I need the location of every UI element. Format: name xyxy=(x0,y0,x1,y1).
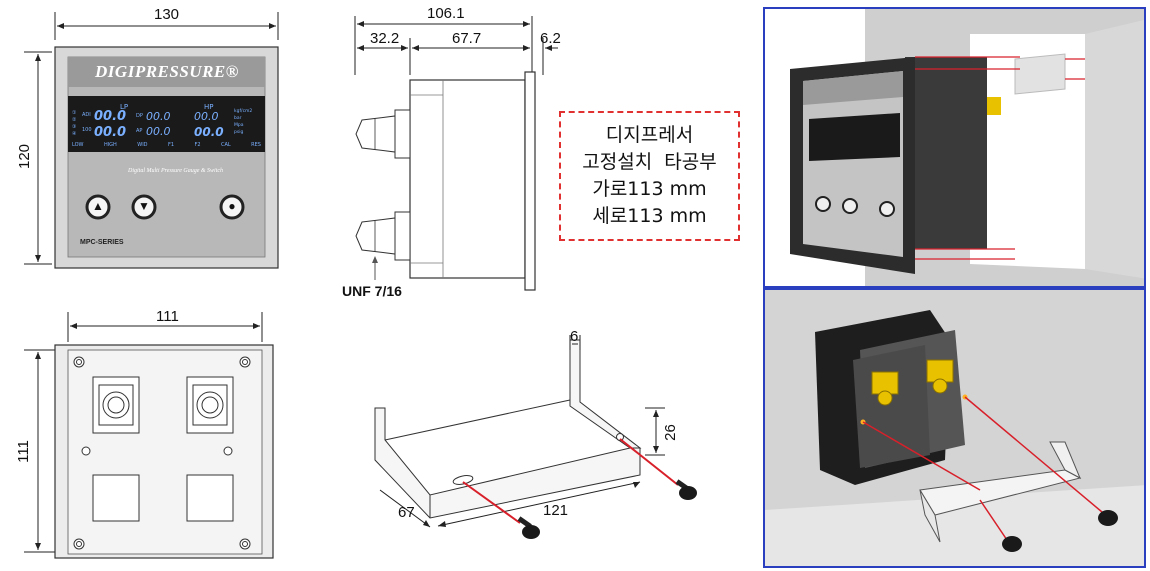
note-line-4: 세로113 mm xyxy=(592,205,707,227)
lcd-label-f2: F2 xyxy=(194,142,201,148)
note-line-1: 디지프레서 xyxy=(605,124,694,146)
lcd-reading-2: 00.0 xyxy=(94,125,127,140)
install-panel-bottom xyxy=(763,288,1146,568)
front-height-label: 120 xyxy=(16,143,34,170)
bracket-drawing xyxy=(374,335,697,539)
note-line-2: 고정설치 타공부 xyxy=(582,151,717,173)
lcd-unit-2: bar xyxy=(234,116,242,121)
lcd-label-f1: F1 xyxy=(167,142,175,148)
lcd-label-wid: WID xyxy=(137,142,148,148)
lcd-label-cal: CAL xyxy=(220,142,231,148)
lcd-reading-3: 00.0 xyxy=(146,110,171,123)
lcd-reading-4: 00.0 xyxy=(146,125,171,138)
side-right-label: 6.2 xyxy=(540,30,561,47)
bracket-height-label: 26 xyxy=(661,424,679,441)
lcd-mid-1: DP xyxy=(136,113,143,119)
note-line-3: 가로113 mm xyxy=(592,178,707,200)
enter-button-icon[interactable]: ● xyxy=(228,199,236,213)
front-width-label: 130 xyxy=(154,6,180,23)
lcd-mark-4: ④ xyxy=(72,131,77,137)
lcd-display: LP HP ① ② ③ ④ ADI 100 00.0 00.0 DP AP 00… xyxy=(68,96,265,152)
bracket-length-label: 121 xyxy=(543,502,569,519)
lcd-reading-6: 00.0 xyxy=(194,125,224,139)
model-label: MPC-SERIES xyxy=(80,239,124,246)
lcd-label-res: RES xyxy=(251,142,261,148)
bracket-depth-label: 67 xyxy=(398,504,415,521)
panel-mount-render xyxy=(790,9,1144,286)
back-view: 111 111 xyxy=(0,300,290,571)
down-button-icon[interactable]: ▼ xyxy=(138,199,150,213)
bracket-thickness-label: 6 xyxy=(570,328,579,345)
lcd-sub-2: 100 xyxy=(82,127,92,133)
lcd-reading-1: 00.0 xyxy=(94,109,127,124)
lcd-unit-3: Mpa xyxy=(234,123,244,128)
side-mid-label: 67.7 xyxy=(452,30,482,47)
lcd-mark-2: ② xyxy=(72,117,77,123)
thread-label: UNF 7/16 xyxy=(342,283,402,299)
side-drawing xyxy=(354,16,558,291)
side-view: 106.1 32.2 67.7 6.2 UNF 7/16 xyxy=(330,0,580,300)
bracket-view: 6 26 121 67 xyxy=(360,320,730,560)
lcd-mark-1: ① xyxy=(72,110,77,116)
back-drawing xyxy=(24,312,274,559)
back-height-label: 111 xyxy=(14,440,32,463)
lcd-right-header: HP xyxy=(204,103,214,111)
back-width-label: 111 xyxy=(156,308,179,325)
install-panel-top xyxy=(763,7,1146,288)
front-view: 130 120 DIGIPRESSURE® LP HP ① ② ③ ④ ADI … xyxy=(0,0,290,280)
side-total-label: 106.1 xyxy=(427,5,465,22)
lcd-unit-4: psig xyxy=(234,130,244,135)
lcd-unit-1: kgf/cm2 xyxy=(234,109,253,114)
lcd-sub-1: ADI xyxy=(82,112,91,118)
lcd-bottom-row: LOW HIGH WID F1 F2 CAL RES xyxy=(72,142,261,148)
cutout-note: 디지프레서 고정설치 타공부 가로113 mm 세로113 mm xyxy=(559,111,740,241)
lcd-mid-2: AP xyxy=(136,128,143,134)
front-width-dim-line xyxy=(24,12,279,269)
lcd-left-header: LP xyxy=(120,103,129,111)
up-button-icon[interactable]: ▲ xyxy=(92,199,104,213)
front-subtitle: Digital Multi Pressure Gauge & Switch xyxy=(128,168,224,174)
lcd-mark-3: ③ xyxy=(72,124,77,130)
lcd-label-low: LOW xyxy=(72,142,84,148)
side-left-label: 32.2 xyxy=(370,30,400,47)
lcd-reading-5: 00.0 xyxy=(194,110,219,123)
lcd-label-high: HIGH xyxy=(103,142,117,148)
brand-logo: DIGIPRESSURE® xyxy=(95,62,239,81)
bracket-mount-render xyxy=(765,290,1144,566)
